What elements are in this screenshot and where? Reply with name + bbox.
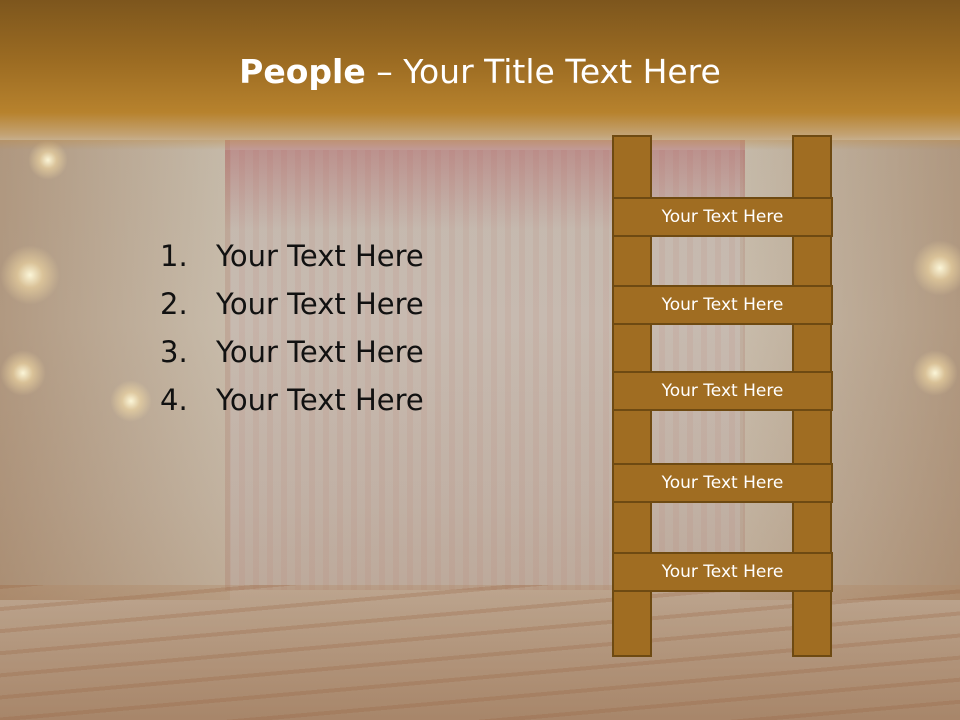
header-bar	[0, 0, 960, 150]
stage-light-left-mid	[110, 380, 152, 422]
ladder-rung-4: Your Text Here	[612, 463, 833, 503]
title-bold-part: People	[239, 52, 366, 91]
list-item: 2. Your Text Here	[160, 280, 424, 328]
list-item: 4. Your Text Here	[160, 376, 424, 424]
numbered-list: 1. Your Text Here 2. Your Text Here 3. Your…	[160, 232, 424, 424]
title-separator: –	[365, 52, 404, 91]
list-number: 2.	[160, 287, 188, 321]
stage-light-right-lower	[912, 350, 958, 396]
ladder-rung-2: Your Text Here	[612, 285, 833, 325]
list-text: Your Text Here	[216, 239, 424, 273]
list-number: 3.	[160, 335, 188, 369]
ladder-rung-5: Your Text Here	[612, 552, 833, 592]
ladder-rung-1: Your Text Here	[612, 197, 833, 237]
list-number: 4.	[160, 383, 188, 417]
title-rest: Your Title Text Here	[403, 52, 721, 91]
ladder-rung-3: Your Text Here	[612, 371, 833, 411]
stage-light-left-lower	[0, 350, 46, 396]
list-number: 1.	[160, 239, 188, 273]
list-text: Your Text Here	[216, 287, 424, 321]
list-text: Your Text Here	[216, 335, 424, 369]
list-item: 1. Your Text Here	[160, 232, 424, 280]
stage-light-right	[912, 240, 960, 296]
list-item: 3. Your Text Here	[160, 328, 424, 376]
stage-light-left	[0, 245, 60, 305]
slide-title: People – Your Title Text Here	[0, 52, 960, 91]
list-text: Your Text Here	[216, 383, 424, 417]
